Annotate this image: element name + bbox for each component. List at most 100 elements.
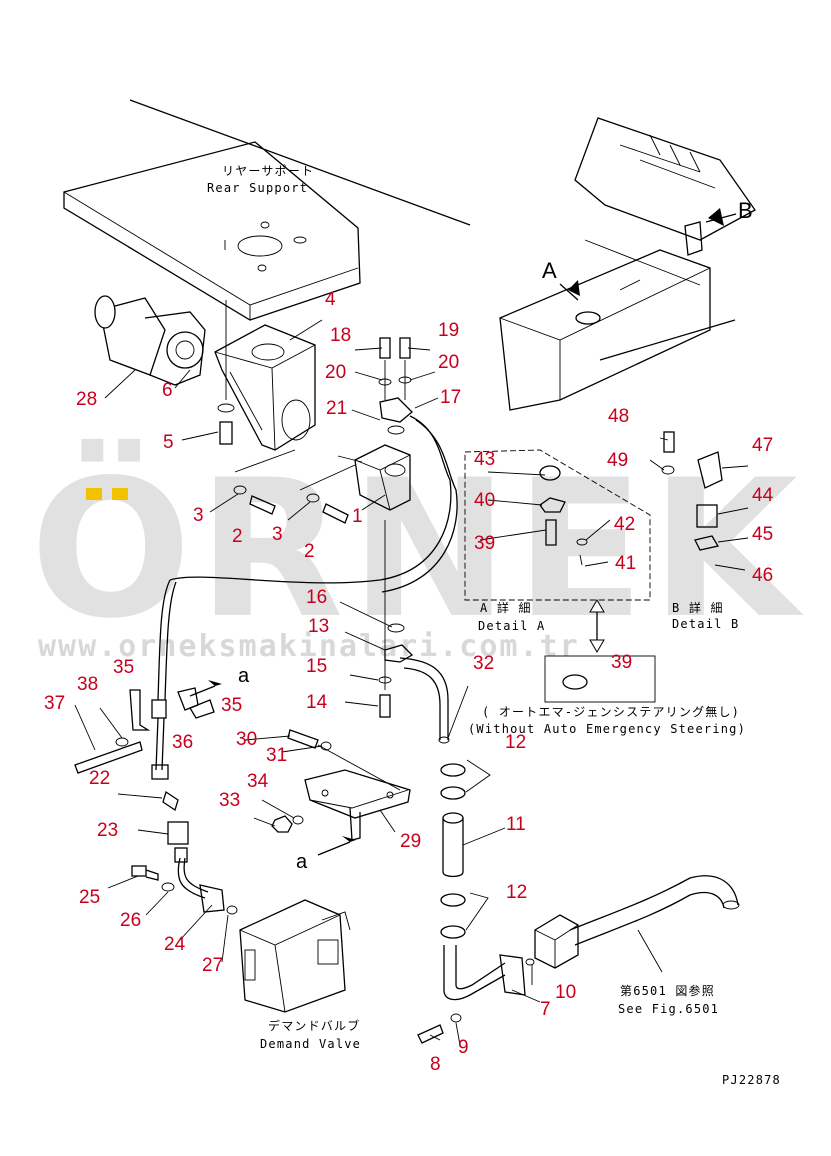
- callout-43: 43: [474, 449, 495, 470]
- engine-and-tank: [499, 117, 756, 411]
- hose-11-group: [440, 763, 466, 939]
- callout-28: 28: [76, 389, 97, 410]
- view-arrows: A B: [542, 198, 753, 301]
- callout-41: 41: [615, 553, 636, 574]
- detail-b-en: Detail B: [672, 617, 739, 631]
- watermark: ÖRNEK www.orneksmakinalari.com.tr: [30, 438, 804, 664]
- callout-5: 5: [163, 432, 174, 453]
- nut-33-34: [271, 815, 304, 833]
- callout-19: 19: [438, 320, 459, 341]
- callout-44: 44: [752, 485, 774, 506]
- view-a-label: A: [542, 258, 557, 283]
- elbow-tube-7: [417, 945, 535, 1044]
- rear-support-plate: [63, 99, 471, 321]
- detail-b-jp: B 詳 細: [672, 600, 724, 615]
- callout-12b: 12: [506, 882, 527, 903]
- callout-6: 6: [162, 380, 173, 401]
- demand-valve: [239, 899, 351, 1013]
- see-fig-en: See Fig.6501: [618, 1002, 719, 1016]
- detail-a-jp: A 詳 細: [480, 600, 532, 615]
- callout-48: 48: [608, 406, 629, 427]
- callout-9: 9: [458, 1037, 469, 1058]
- callout-38: 38: [77, 674, 98, 695]
- see-fig-jp: 第6501 図参照: [620, 983, 715, 998]
- callout-33: 33: [219, 790, 240, 811]
- part-callouts: 1 2 2 3 3 4 5 6 7 8 9 10 11 12 12 13 14 …: [44, 289, 774, 1075]
- callout-11: 11: [506, 814, 526, 835]
- callout-3b: 3: [272, 524, 283, 545]
- callout-37: 37: [44, 693, 65, 714]
- bolts-18-19: [378, 337, 412, 400]
- callout-13: 13: [308, 616, 329, 637]
- watermark-brand: ÖRNEK: [30, 438, 804, 660]
- callout-2b: 2: [304, 541, 315, 562]
- callout-18: 18: [330, 325, 351, 346]
- callout-35b: 35: [221, 695, 242, 716]
- demand-valve-en: Demand Valve: [260, 1037, 361, 1051]
- view-b-label: B: [738, 198, 753, 223]
- rear-support-en: Rear Support: [207, 181, 308, 195]
- watermark-url: www.orneksmakinalari.com.tr: [38, 629, 580, 664]
- callout-4: 4: [325, 289, 336, 310]
- flow-valve: [354, 444, 411, 511]
- callout-45: 45: [752, 524, 773, 545]
- bolt-25-group: [131, 865, 238, 915]
- callout-24: 24: [164, 934, 186, 955]
- bracket: [214, 324, 316, 451]
- watermark-umlaut-dot-2: [112, 488, 128, 500]
- hydraulic-line-left: [151, 579, 225, 913]
- bolts-2-3: [233, 449, 356, 524]
- pump-see-fig: [534, 875, 740, 969]
- callout-1: 1: [352, 506, 363, 527]
- detail-a-en: Detail A: [478, 619, 545, 633]
- callout-36: 36: [172, 732, 193, 753]
- callout-46: 46: [752, 565, 773, 586]
- bolt-14-group: [378, 520, 405, 718]
- callout-20a: 20: [325, 362, 346, 383]
- without-aes-jp: ( オートエマ-ジェンシステアリング無し): [482, 704, 740, 719]
- view-a-lower-label-2: a: [296, 851, 308, 873]
- callout-10: 10: [555, 982, 576, 1003]
- callout-34: 34: [247, 771, 269, 792]
- demand-valve-jp: デマンドバルブ: [268, 1018, 360, 1033]
- callout-20b: 20: [438, 352, 459, 373]
- watermark-umlaut-dot-1: [86, 488, 102, 500]
- steering-motor: [94, 295, 206, 386]
- callout-30: 30: [236, 729, 257, 750]
- callout-21: 21: [326, 398, 347, 419]
- callout-47: 47: [752, 435, 773, 456]
- callout-49: 49: [607, 450, 628, 471]
- callout-15: 15: [306, 656, 327, 677]
- callout-39b: 39: [611, 652, 632, 673]
- callout-2a: 2: [232, 526, 243, 547]
- callout-14: 14: [306, 692, 328, 713]
- bracket-29: [304, 769, 411, 841]
- bolt-22-group: [74, 687, 215, 774]
- callout-23: 23: [97, 820, 118, 841]
- callout-16: 16: [306, 587, 327, 608]
- callout-40: 40: [474, 490, 495, 511]
- callout-31: 31: [266, 745, 287, 766]
- callout-26: 26: [120, 910, 141, 931]
- callout-32: 32: [473, 653, 494, 674]
- callout-7: 7: [540, 999, 551, 1020]
- callout-3a: 3: [193, 505, 204, 526]
- rear-support-jp: リヤーサポート: [222, 164, 314, 178]
- callout-42: 42: [614, 514, 635, 535]
- text-labels: リヤーサポート Rear Support A 詳 細 Detail A B 詳 …: [207, 164, 781, 1087]
- callout-27: 27: [202, 955, 223, 976]
- callout-29: 29: [400, 831, 421, 852]
- hose-17: [169, 397, 458, 593]
- without-aes-box: [544, 599, 656, 703]
- callout-25: 25: [79, 887, 100, 908]
- without-aes-en: (Without Auto Emergency Steering): [468, 722, 746, 736]
- callout-22: 22: [89, 768, 110, 789]
- leader-lines: [74, 319, 749, 1046]
- view-a-lower-arrows: [189, 680, 356, 856]
- callout-39a: 39: [474, 533, 495, 554]
- callout-8: 8: [430, 1054, 441, 1075]
- drawing-code: PJ22878: [722, 1073, 781, 1087]
- bolt-5-group: [217, 300, 235, 445]
- view-a-lower-label-1: a: [238, 665, 250, 687]
